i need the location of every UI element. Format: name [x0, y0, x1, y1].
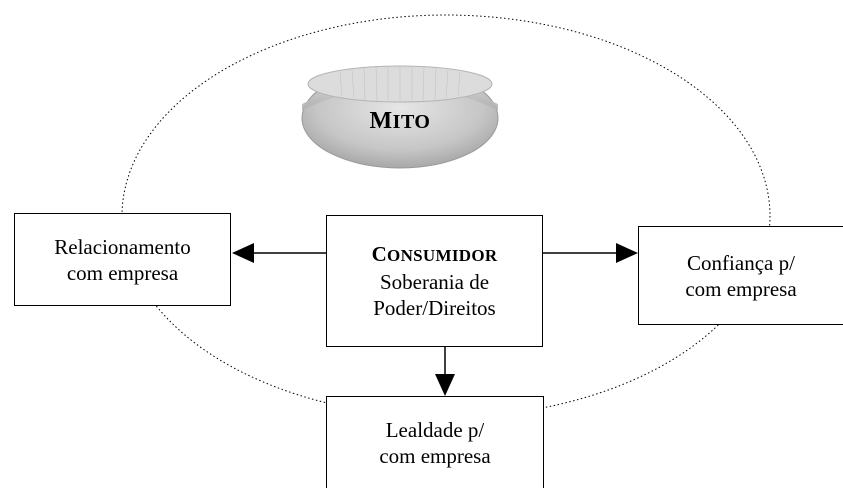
consumidor-title: CONSUMIDOR	[372, 241, 498, 269]
arrow-to-right	[543, 243, 638, 263]
relacionamento-line1: Relacionamento	[54, 234, 191, 259]
arrow-to-bottom	[435, 346, 455, 396]
confianca-box: Confiança p/ com empresa	[638, 226, 843, 325]
confianca-line1: Confiança p/	[687, 250, 795, 275]
consumidor-line1: Soberania de	[379, 270, 490, 294]
mito-label: MITO	[330, 108, 470, 135]
consumidor-box: CONSUMIDOR Soberania de Poder/Direitos	[326, 215, 543, 347]
lealdade-line2: com empresa	[379, 443, 491, 468]
lealdade-line1: Lealdade p/	[385, 417, 485, 442]
relacionamento-box: Relacionamento com empresa	[14, 213, 231, 306]
consumidor-title-rest: ONSUMIDOR	[387, 246, 498, 265]
mito-disc	[301, 65, 499, 169]
confianca-line2: com empresa	[685, 276, 797, 301]
lealdade-box: Lealdade p/ com empresa	[326, 396, 544, 488]
consumidor-line2: Poder/Direitos	[373, 296, 496, 320]
mito-title-initial: M	[369, 108, 393, 134]
mito-title-rest: ITO	[392, 111, 431, 133]
cycle-ellipse	[121, 14, 771, 418]
relacionamento-line2: com empresa	[66, 260, 179, 285]
consumidor-title-initial: C	[371, 242, 388, 266]
arrow-to-left	[232, 243, 326, 263]
